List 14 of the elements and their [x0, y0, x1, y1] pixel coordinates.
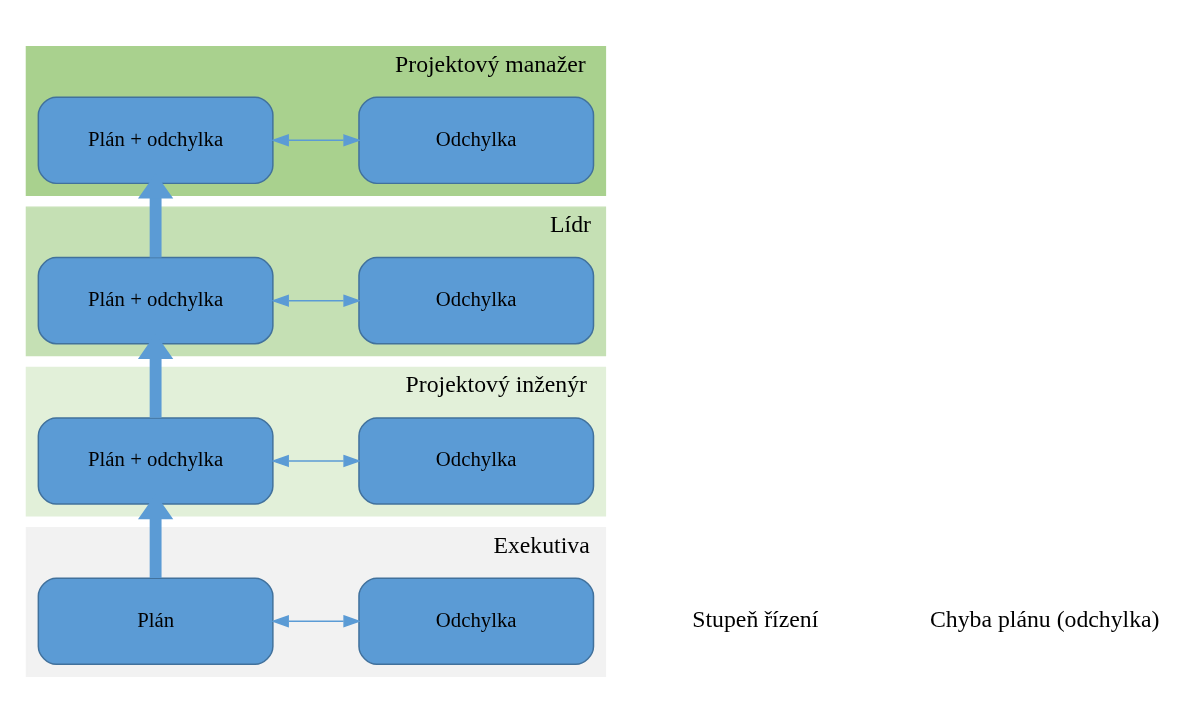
- node-box: Odchylka: [358, 416, 595, 505]
- arrow: [271, 133, 362, 147]
- label: Stupeň řízení: [692, 605, 819, 632]
- arrow: [271, 293, 362, 307]
- node-box: Plán + odchylka: [37, 416, 274, 505]
- arrow: [271, 454, 362, 467]
- node-box: Odchylka: [358, 256, 595, 344]
- label: Chyba plánu (odchylka): [929, 605, 1160, 632]
- node-box: Odchylka: [358, 577, 595, 665]
- arrow: [271, 614, 362, 627]
- node-box: Odchylka: [358, 96, 595, 184]
- node-box: Plán: [37, 577, 274, 665]
- node-box: Plán + odchylka: [37, 256, 274, 344]
- node-box: Plán + odchylka: [37, 96, 274, 184]
